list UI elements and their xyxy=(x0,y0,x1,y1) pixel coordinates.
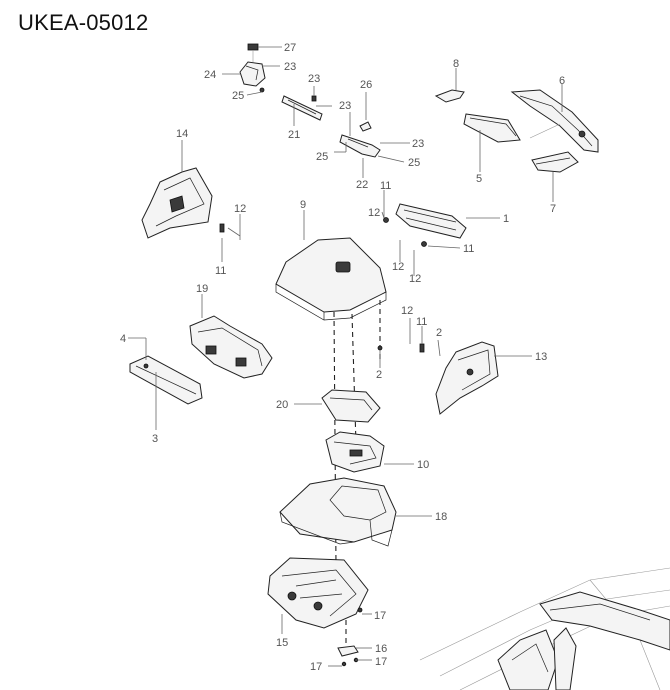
callout-12-top: 12 xyxy=(368,207,380,219)
callout-22: 22 xyxy=(356,179,368,191)
floor-tray-15 xyxy=(267,557,372,634)
callout-12-lower-right: 12 xyxy=(401,305,413,317)
side-bracket-13 xyxy=(409,318,532,415)
callout-11-top: 11 xyxy=(380,180,391,192)
callout-11-left: 11 xyxy=(215,265,226,277)
callout-17-lower-left: 17 xyxy=(310,661,322,673)
pad-16 xyxy=(328,645,372,667)
callout-25-left: 25 xyxy=(232,90,244,102)
callout-25-right: 25 xyxy=(408,157,420,169)
callout-23-center: 23 xyxy=(339,100,351,112)
diagram-code: UKEA-05012 xyxy=(18,10,149,35)
clip-26 xyxy=(359,121,372,132)
callout-labels: 1 2 2 3 4 5 6 7 8 9 10 11 11 11 11 12 12… xyxy=(120,42,565,673)
callout-17-right: 17 xyxy=(374,610,386,622)
callout-12-mid-right: 12 xyxy=(409,273,421,285)
callout-4: 4 xyxy=(120,333,126,345)
callout-27: 27 xyxy=(284,42,296,54)
callout-13: 13 xyxy=(535,351,547,363)
callout-16: 16 xyxy=(375,643,387,655)
callout-1: 1 xyxy=(503,213,509,225)
panel-5 xyxy=(463,113,521,143)
callout-7: 7 xyxy=(550,203,556,215)
callout-20: 20 xyxy=(276,399,288,411)
callout-14: 14 xyxy=(176,128,188,140)
callout-11-right: 11 xyxy=(463,243,474,255)
callout-12-left: 12 xyxy=(234,203,246,215)
callout-19: 19 xyxy=(196,283,208,295)
tray-10 xyxy=(325,431,414,473)
rail-assembly-6 xyxy=(434,68,599,202)
trim-strip-21 xyxy=(281,86,332,126)
callout-23-right: 23 xyxy=(412,138,424,150)
lid-latch xyxy=(335,261,351,273)
callout-2-right: 2 xyxy=(436,327,442,339)
callout-17-lower-right: 17 xyxy=(375,656,387,668)
callout-15: 15 xyxy=(276,637,288,649)
console-box-18 xyxy=(279,477,432,547)
vehicle-locator-sketch xyxy=(419,567,670,690)
clip-27 xyxy=(247,43,259,51)
callout-23-strip: 23 xyxy=(308,73,320,85)
bracket-22 xyxy=(334,92,410,178)
callout-24: 24 xyxy=(204,69,216,81)
callout-11-lower-right: 11 xyxy=(416,316,427,328)
side-bracket-1 xyxy=(381,190,500,276)
rail-3 xyxy=(128,337,203,430)
callout-18: 18 xyxy=(435,511,447,523)
console-lid-9 xyxy=(275,210,387,321)
callout-5: 5 xyxy=(476,173,482,185)
callout-26: 26 xyxy=(360,79,372,91)
callout-8: 8 xyxy=(453,58,459,70)
cover-8 xyxy=(434,89,465,103)
callout-23-top: 23 xyxy=(284,61,296,73)
callout-21: 21 xyxy=(288,129,300,141)
callout-2-center: 2 xyxy=(376,369,382,381)
bracket-assembly-24 xyxy=(222,43,282,96)
side-bracket-14 xyxy=(141,140,241,262)
trim-7 xyxy=(531,151,579,173)
callout-6: 6 xyxy=(559,75,565,87)
callout-9: 9 xyxy=(300,199,306,211)
callout-25-center: 25 xyxy=(316,151,328,163)
callout-3: 3 xyxy=(152,433,158,445)
mat-20 xyxy=(294,389,381,423)
callout-10: 10 xyxy=(417,459,429,471)
bracket-19 xyxy=(189,294,273,379)
callout-12-mid: 12 xyxy=(392,261,404,273)
